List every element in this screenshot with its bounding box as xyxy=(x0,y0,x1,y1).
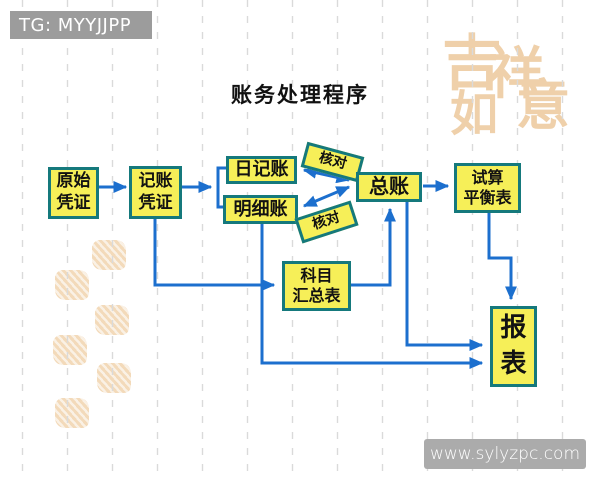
node-account-summary: 科目 汇总表 xyxy=(282,261,351,311)
node-subsidiary-ledger: 明细账 xyxy=(223,195,298,224)
source-badge: TG: MYYJJPP xyxy=(10,11,152,39)
seal-char: 祥 xyxy=(488,41,544,107)
seal-char: 意 xyxy=(516,73,570,137)
arrow-subsidiary-ledger-check xyxy=(302,185,351,208)
arrow-voucher-to-summary xyxy=(153,219,276,291)
seal-stamp xyxy=(97,363,131,393)
arrow-ledger-to-report xyxy=(405,202,484,351)
node-general-ledger: 总账 xyxy=(356,172,422,202)
node-journal-voucher: 记账 凭证 xyxy=(129,166,182,219)
seal-stamp xyxy=(53,335,87,365)
arrow-journal-ledger-check xyxy=(302,166,351,184)
seal-stamp xyxy=(55,270,89,300)
node-original-voucher: 原始 凭证 xyxy=(48,167,99,219)
arrow-summary-to-ledger xyxy=(350,207,396,287)
seal-char: 如 xyxy=(450,86,499,142)
site-watermark: www.sylyzpc.com xyxy=(424,439,586,469)
node-trial-balance: 试算 平衡表 xyxy=(454,163,521,213)
page-title: 账务处理程序 xyxy=(231,83,369,107)
arrow-trial-to-report xyxy=(487,213,517,301)
dashed-grid xyxy=(21,0,564,480)
node-journal: 日记账 xyxy=(226,156,297,184)
seal-stamp xyxy=(92,240,126,270)
node-report: 报 表 xyxy=(490,306,537,387)
seal-stamp xyxy=(55,398,89,428)
split-bracket xyxy=(216,166,227,209)
arrow-subsidiary-to-report xyxy=(260,224,484,369)
